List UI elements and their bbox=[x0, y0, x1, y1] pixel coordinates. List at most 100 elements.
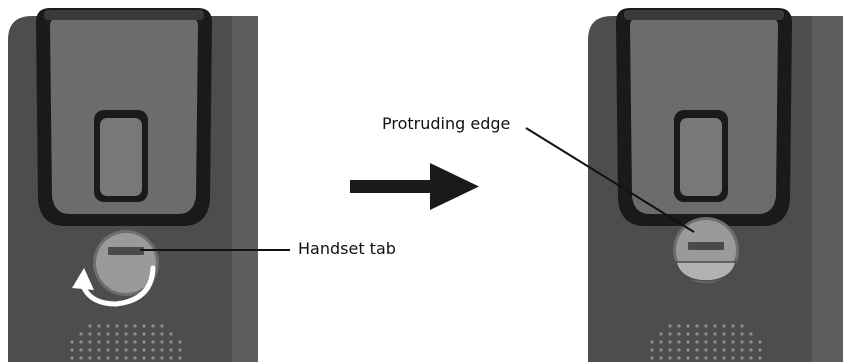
speaker-hole bbox=[731, 332, 735, 336]
speaker-hole bbox=[686, 348, 690, 352]
speaker-hole bbox=[668, 332, 672, 336]
speaker-hole bbox=[668, 324, 672, 328]
speaker-hole bbox=[704, 332, 708, 336]
hook-clip-right bbox=[680, 118, 722, 196]
speaker-hole bbox=[740, 332, 744, 336]
speaker-hole bbox=[151, 340, 155, 344]
speaker-hole bbox=[106, 324, 110, 328]
speaker-hole bbox=[740, 324, 744, 328]
speaker-hole bbox=[142, 340, 146, 344]
speaker-hole bbox=[151, 324, 155, 328]
speaker-hole bbox=[169, 348, 173, 352]
speaker-hole bbox=[88, 356, 92, 360]
speaker-hole bbox=[97, 348, 101, 352]
speaker-hole bbox=[677, 324, 681, 328]
speaker-hole bbox=[142, 356, 146, 360]
speaker-hole bbox=[758, 356, 762, 360]
speaker-hole bbox=[659, 356, 663, 360]
speaker-hole bbox=[115, 356, 119, 360]
speaker-hole bbox=[686, 356, 690, 360]
handset-tab-slot-right bbox=[688, 242, 724, 250]
speaker-hole bbox=[169, 356, 173, 360]
speaker-grille-right bbox=[650, 324, 762, 360]
handset-tab-slot-left bbox=[108, 247, 144, 255]
speaker-hole bbox=[169, 332, 173, 336]
speaker-hole bbox=[88, 340, 92, 344]
speaker-hole bbox=[178, 340, 182, 344]
speaker-hole bbox=[722, 332, 726, 336]
speaker-hole bbox=[133, 324, 137, 328]
speaker-hole bbox=[97, 340, 101, 344]
speaker-hole bbox=[70, 356, 74, 360]
right-arrow-icon bbox=[350, 163, 479, 210]
speaker-hole bbox=[713, 348, 717, 352]
phone-after bbox=[588, 8, 843, 362]
speaker-hole bbox=[686, 340, 690, 344]
speaker-hole bbox=[160, 340, 164, 344]
speaker-hole bbox=[70, 340, 74, 344]
speaker-hole bbox=[160, 332, 164, 336]
speaker-hole bbox=[668, 340, 672, 344]
speaker-hole bbox=[133, 340, 137, 344]
hook-clip-left bbox=[100, 118, 142, 196]
speaker-hole bbox=[142, 332, 146, 336]
speaker-hole bbox=[740, 340, 744, 344]
speaker-hole bbox=[704, 348, 708, 352]
speaker-hole bbox=[151, 348, 155, 352]
speaker-hole bbox=[668, 356, 672, 360]
speaker-hole bbox=[659, 348, 663, 352]
speaker-hole bbox=[659, 340, 663, 344]
speaker-hole bbox=[115, 324, 119, 328]
speaker-hole bbox=[677, 340, 681, 344]
speaker-hole bbox=[133, 332, 137, 336]
protruding-edge-leader-line bbox=[525, 127, 695, 233]
speaker-hole bbox=[106, 340, 110, 344]
speaker-hole bbox=[115, 340, 119, 344]
speaker-hole bbox=[713, 340, 717, 344]
speaker-hole bbox=[686, 332, 690, 336]
speaker-hole bbox=[88, 332, 92, 336]
protruding-edge-label: Protruding edge bbox=[382, 114, 511, 133]
speaker-hole bbox=[695, 356, 699, 360]
cradle-top-band-left bbox=[44, 10, 204, 20]
speaker-hole bbox=[97, 356, 101, 360]
speaker-hole bbox=[124, 356, 128, 360]
speaker-hole bbox=[731, 348, 735, 352]
speaker-hole bbox=[704, 356, 708, 360]
speaker-hole bbox=[88, 348, 92, 352]
speaker-hole bbox=[124, 348, 128, 352]
speaker-hole bbox=[749, 348, 753, 352]
phone-side-panel-left bbox=[232, 16, 258, 362]
protruding-edge bbox=[675, 261, 737, 282]
speaker-hole bbox=[677, 356, 681, 360]
speaker-hole bbox=[160, 348, 164, 352]
speaker-hole bbox=[704, 324, 708, 328]
speaker-hole bbox=[722, 340, 726, 344]
speaker-hole bbox=[695, 340, 699, 344]
speaker-hole bbox=[713, 356, 717, 360]
speaker-hole bbox=[668, 348, 672, 352]
phone-before bbox=[8, 8, 258, 362]
speaker-hole bbox=[650, 348, 654, 352]
speaker-hole bbox=[740, 348, 744, 352]
speaker-hole bbox=[88, 324, 92, 328]
speaker-grille-left bbox=[70, 324, 182, 360]
speaker-hole bbox=[722, 348, 726, 352]
speaker-hole bbox=[749, 356, 753, 360]
speaker-hole bbox=[749, 332, 753, 336]
speaker-hole bbox=[650, 356, 654, 360]
speaker-hole bbox=[124, 340, 128, 344]
speaker-hole bbox=[142, 324, 146, 328]
speaker-hole bbox=[124, 332, 128, 336]
speaker-hole bbox=[740, 356, 744, 360]
speaker-hole bbox=[160, 356, 164, 360]
speaker-hole bbox=[695, 324, 699, 328]
speaker-hole bbox=[70, 348, 74, 352]
speaker-hole bbox=[79, 340, 83, 344]
speaker-hole bbox=[106, 348, 110, 352]
speaker-hole bbox=[677, 332, 681, 336]
phone-side-panel-right bbox=[812, 16, 843, 362]
speaker-hole bbox=[106, 356, 110, 360]
speaker-hole bbox=[133, 348, 137, 352]
